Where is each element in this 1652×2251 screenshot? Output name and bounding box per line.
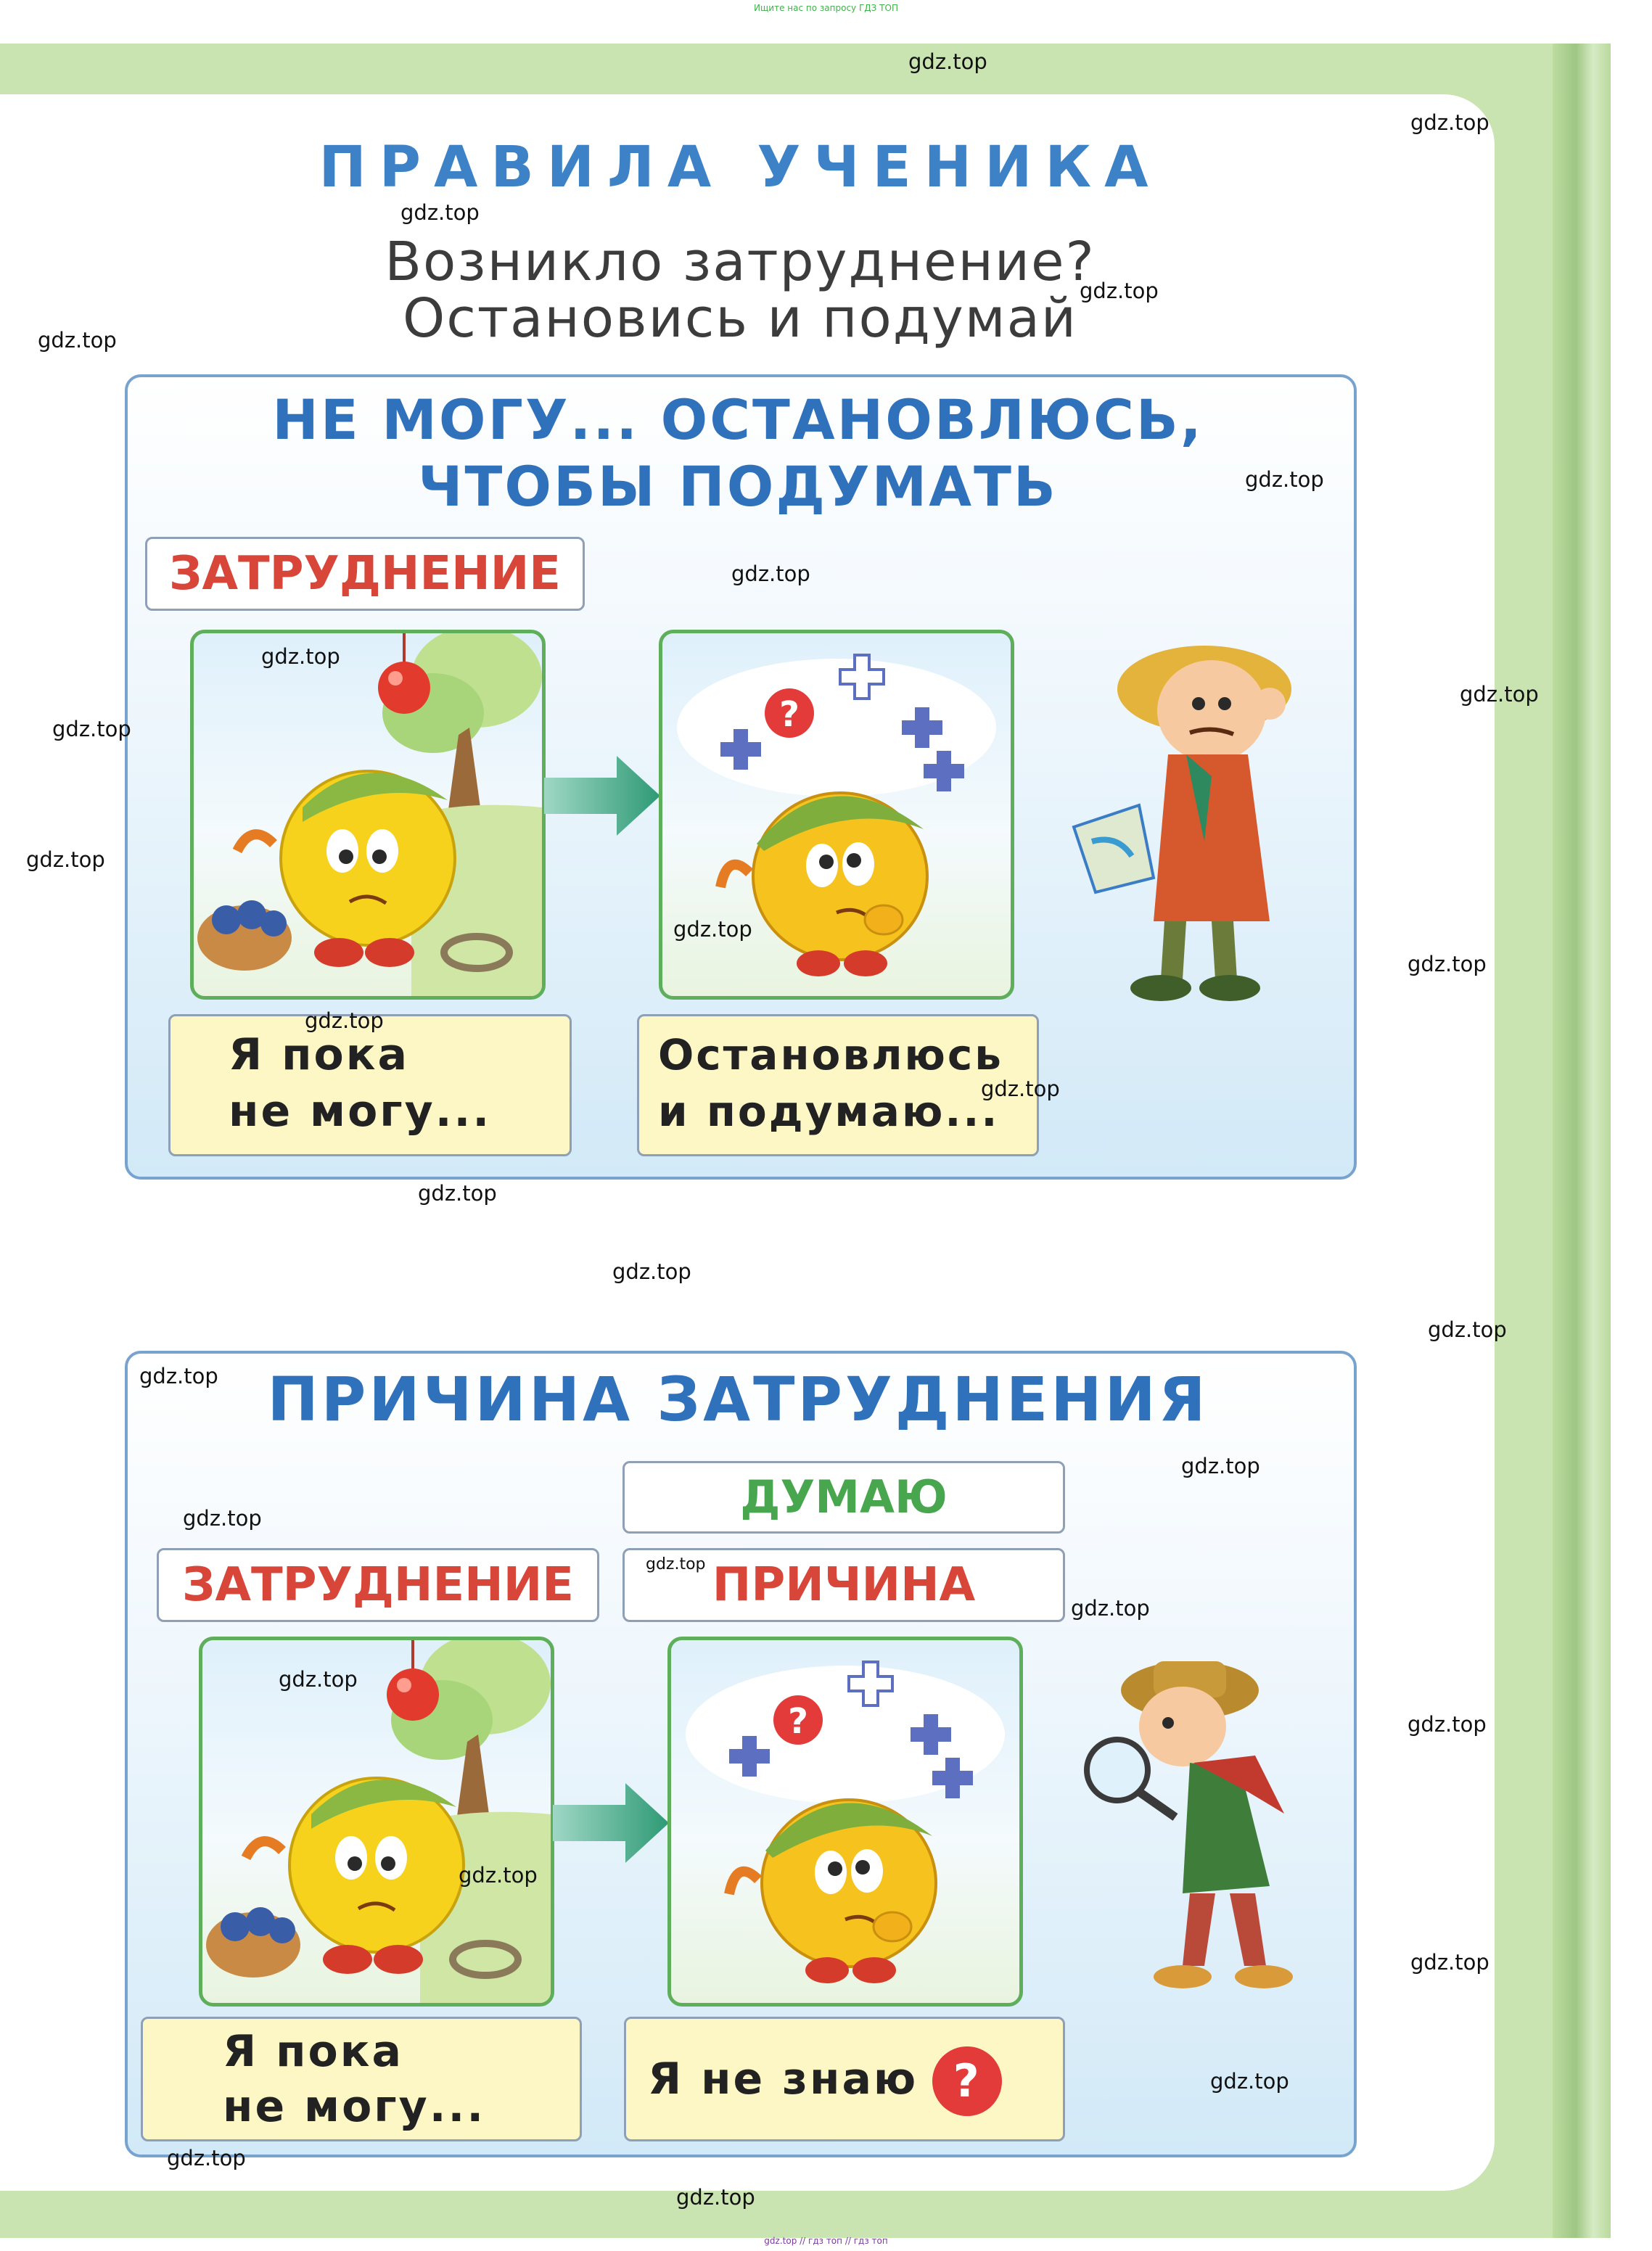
footer-note: gdz.top // гдз топ // гдз топ (764, 2236, 888, 2246)
watermark: gdz.top (261, 644, 340, 669)
watermark: gdz.top (305, 1008, 384, 1033)
watermark: gdz.top (1080, 279, 1159, 303)
panel2-cannot-line-2: не могу... (223, 2081, 486, 2132)
panel1-title-line-1: НЕ МОГУ... ОСТАНОВЛЮСЬ, (272, 387, 1204, 452)
watermark: gdz.top (908, 49, 987, 74)
panel1-arrow-icon (544, 756, 660, 836)
watermark-small: gdz.top (646, 1555, 706, 1573)
page-title: ПРАВИЛА УЧЕНИКА (319, 135, 1162, 200)
panel1-difficulty-picture (190, 630, 546, 1000)
panel1-stop-line-2: и подумаю... (658, 1087, 1000, 1136)
watermark: gdz.top (1181, 1454, 1260, 1478)
panel2-cause-label: ПРИЧИНА (622, 1548, 1065, 1622)
watermark: gdz.top (676, 2185, 755, 2210)
header-note: Ищите нас по запросу ГДЗ ТОП (754, 3, 898, 13)
watermark: gdz.top (1071, 1596, 1150, 1621)
watermark: gdz.top (52, 717, 131, 741)
panel2-think-label: ДУМАЮ (622, 1461, 1065, 1534)
watermark: gdz.top (673, 917, 752, 942)
panel2-thinking-picture: ? (667, 1637, 1023, 2007)
panel1-cannot-box: Я пока не могу... (168, 1014, 572, 1156)
panel1-difficulty-label: ЗАТРУДНЕНИЕ (145, 537, 585, 611)
watermark: gdz.top (981, 1077, 1060, 1101)
question-mark-icon: ? (932, 2046, 1003, 2117)
watermark: gdz.top (418, 1181, 497, 1206)
panel1-stop-think-box: Остановлюсь и подумаю... (637, 1014, 1039, 1156)
panel2-dont-know-box: Я не знаю? (624, 2017, 1065, 2141)
panel1-title-line-2: ЧТОБЫ ПОДУМАТЬ (418, 454, 1058, 519)
panel2-title: ПРИЧИНА ЗАТРУДНЕНИЯ (267, 1364, 1209, 1435)
watermark: gdz.top (1245, 467, 1324, 492)
watermark: gdz.top (1428, 1317, 1507, 1342)
watermark: gdz.top (1460, 682, 1539, 707)
panel2-arrow-icon (553, 1783, 669, 1863)
watermark: gdz.top (38, 328, 117, 353)
panel2-cannot-line-1: Я пока (223, 2026, 403, 2077)
watermark: gdz.top (1410, 1950, 1489, 1975)
watermark: gdz.top (1408, 952, 1487, 976)
watermark: gdz.top (1410, 110, 1489, 135)
panel2-difficulty-picture (199, 1637, 554, 2007)
panel1-cannot-line-2: не могу... (229, 1086, 492, 1137)
panel1-thinking-picture: ? (659, 630, 1014, 1000)
subtitle-line-2: Остановись и подумай (402, 287, 1078, 350)
watermark: gdz.top (731, 561, 810, 586)
panel2-difficulty-label: ЗАТРУДНЕНИЕ (157, 1548, 599, 1622)
watermark: gdz.top (139, 1364, 218, 1388)
panel1-cannot-line-1: Я пока (229, 1029, 409, 1080)
panel2-dont-know-text: Я не знаю (648, 2054, 919, 2104)
watermark: gdz.top (279, 1667, 358, 1692)
watermark: gdz.top (26, 847, 105, 872)
watermark: gdz.top (167, 2146, 246, 2170)
watermark: gdz.top (1210, 2069, 1289, 2094)
worried-character-illustration (197, 633, 542, 996)
detective-boy-illustration (1084, 1661, 1293, 1988)
watermark: gdz.top (1408, 1712, 1487, 1737)
watermark: gdz.top (400, 200, 480, 225)
svg-text:?: ? (788, 1701, 808, 1742)
explorer-boy-illustration (1072, 646, 1291, 1001)
watermark: gdz.top (612, 1259, 691, 1284)
worried-character-illustration-2 (206, 1640, 551, 2003)
panel1-stop-line-1: Остановлюсь (658, 1030, 1003, 1079)
subtitle-line-1: Возникло затруднение? (385, 231, 1096, 293)
watermark: gdz.top (459, 1863, 538, 1888)
watermark: gdz.top (183, 1506, 262, 1531)
thinking-character-illustration: ? (677, 654, 996, 976)
panel2-cannot-box: Я пока не могу... (141, 2017, 582, 2141)
thinking-character-illustration-2: ? (686, 1661, 1005, 1983)
svg-text:?: ? (779, 694, 800, 735)
book-spine (1553, 44, 1611, 2238)
